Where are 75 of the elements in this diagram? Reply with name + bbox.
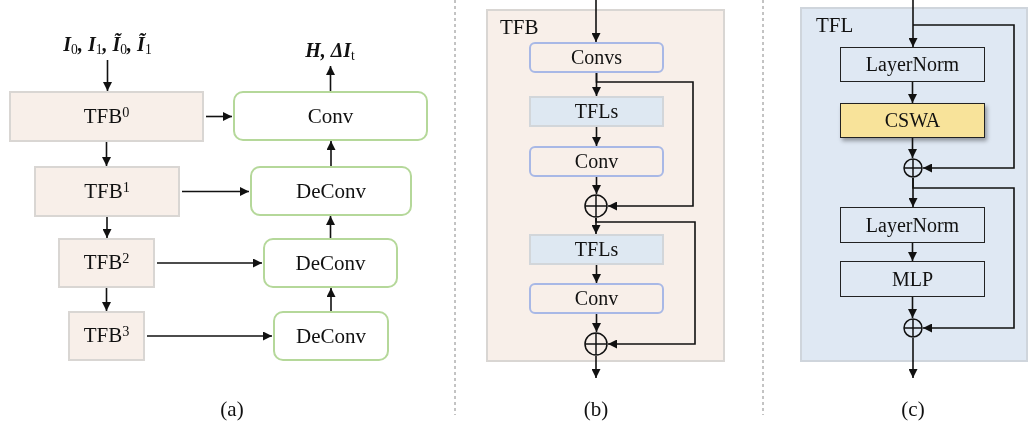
math-label: H, ΔI$_{t}$ — [275, 34, 385, 66]
block-box — [34, 166, 180, 217]
arrow — [912, 24, 1015, 173]
math-label: I$_{0}$, I$_{1}$, Ĩ$_{0}$, Ĩ$_{1}$ — [35, 28, 180, 60]
layer-box — [840, 207, 985, 243]
arrow — [326, 287, 336, 312]
box-label: TFB$^{0}$ — [83, 103, 130, 130]
arrow — [595, 217, 696, 349]
layer-box — [233, 91, 428, 141]
layer-box — [263, 238, 398, 288]
arrow — [591, 355, 601, 379]
panel-title: TFB — [500, 15, 539, 40]
box-label: LayerNorm — [865, 53, 960, 76]
arrow — [205, 112, 233, 121]
layer-box — [840, 261, 985, 297]
arrow — [912, 177, 1015, 333]
arrow — [908, 242, 917, 262]
box-label: CSWA — [884, 109, 941, 132]
arrow — [592, 126, 601, 147]
arrow — [102, 141, 111, 167]
layer-box — [529, 234, 664, 265]
arrow — [102, 216, 112, 239]
arrow — [908, 137, 917, 159]
arrow — [102, 287, 111, 312]
box-label: MLP — [891, 267, 934, 291]
box-label: DeConv — [295, 250, 366, 276]
add-circle-symbol — [584, 194, 608, 218]
box-label: TFLs — [574, 100, 619, 123]
arrow — [181, 187, 250, 196]
arrow — [908, 337, 918, 379]
layer-box — [529, 146, 664, 177]
box-label: LayerNorm — [865, 213, 960, 237]
block-box — [58, 238, 155, 288]
layer-box — [529, 283, 664, 314]
arrow — [103, 59, 112, 92]
box-label: DeConv — [296, 323, 366, 349]
box-label: DeConv — [296, 178, 366, 204]
panel-caption: (c) — [901, 397, 925, 422]
box-label: Conv — [574, 287, 619, 310]
panel-caption: (a) — [220, 397, 244, 422]
box-label: TFB$^{2}$ — [83, 250, 130, 276]
arrow — [592, 264, 601, 284]
arrow — [326, 65, 335, 92]
add-circle-symbol — [903, 158, 923, 178]
arrow — [592, 176, 601, 195]
arrow — [592, 313, 601, 333]
box-label: TFLs — [574, 238, 619, 261]
box-label: Conv — [574, 150, 619, 173]
arrow — [595, 72, 694, 211]
attention-box — [840, 103, 985, 138]
arrow — [908, 296, 917, 319]
layer-box — [250, 166, 412, 216]
panel-title: TFL — [816, 13, 854, 38]
arrow — [591, 0, 601, 43]
arrow — [326, 140, 336, 167]
box-label: Convs — [570, 46, 623, 69]
arrow — [146, 331, 273, 341]
panel-caption: (b) — [583, 397, 609, 422]
layer-box — [529, 96, 664, 127]
layer-box — [529, 42, 664, 73]
arrow — [908, 81, 917, 104]
box-label: TFB$^{3}$ — [83, 323, 130, 349]
add-circle-symbol — [903, 318, 923, 338]
box-label: Conv — [307, 103, 354, 129]
box-label: TFB$^{1}$ — [84, 178, 130, 205]
arrow — [326, 215, 335, 239]
arrow — [908, 0, 918, 48]
layer-box — [840, 47, 985, 82]
layer-box — [273, 311, 389, 361]
block-box — [68, 311, 145, 361]
arrow — [156, 258, 263, 268]
block-box — [9, 91, 204, 142]
module-panel — [800, 7, 1028, 362]
add-circle-symbol — [584, 332, 608, 356]
module-panel — [486, 9, 725, 362]
